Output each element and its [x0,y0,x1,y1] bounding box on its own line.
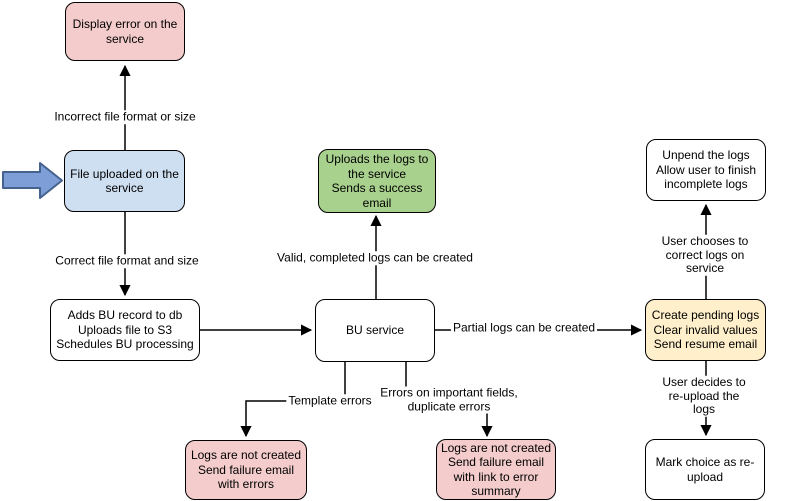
node-display-error: Display error on the service [65,2,185,61]
edge-label-template-errors: Template errors [286,393,374,408]
node-uploads-logs: Uploads the logs to the service Sends a … [318,149,436,213]
entry-arrow-icon [2,162,63,199]
edge-label-partial-logs: Partial logs can be created [450,320,598,335]
edge-label-correct-format: Correct file format and size [53,253,201,268]
edge-label-valid-logs: Valid, completed logs can be created [275,250,475,265]
edge-label-user-corrects: User chooses to correct logs on service [657,234,753,276]
node-file-uploaded: File uploaded on the service [64,150,185,212]
node-logs-not-created-errors: Logs are not created Send failure email … [185,440,307,500]
node-create-pending-logs: Create pending logs Clear invalid values… [645,299,766,361]
node-bu-service: BU service [315,299,435,362]
node-logs-not-created-summary: Logs are not created Send failure email … [436,439,556,500]
edge-label-user-reuploads: User decides to re-upload the logs [655,375,753,417]
node-mark-choice-reupload: Mark choice as re- upload [645,439,765,500]
edge-label-incorrect-format: Incorrect file format or size [52,109,198,124]
node-unpend-logs: Unpend the logs Allow user to finish inc… [646,139,766,201]
node-adds-bu-record: Adds BU record to db Uploads file to S3 … [50,299,200,361]
edge-label-important-errors: Errors on important fields, duplicate er… [378,385,520,414]
